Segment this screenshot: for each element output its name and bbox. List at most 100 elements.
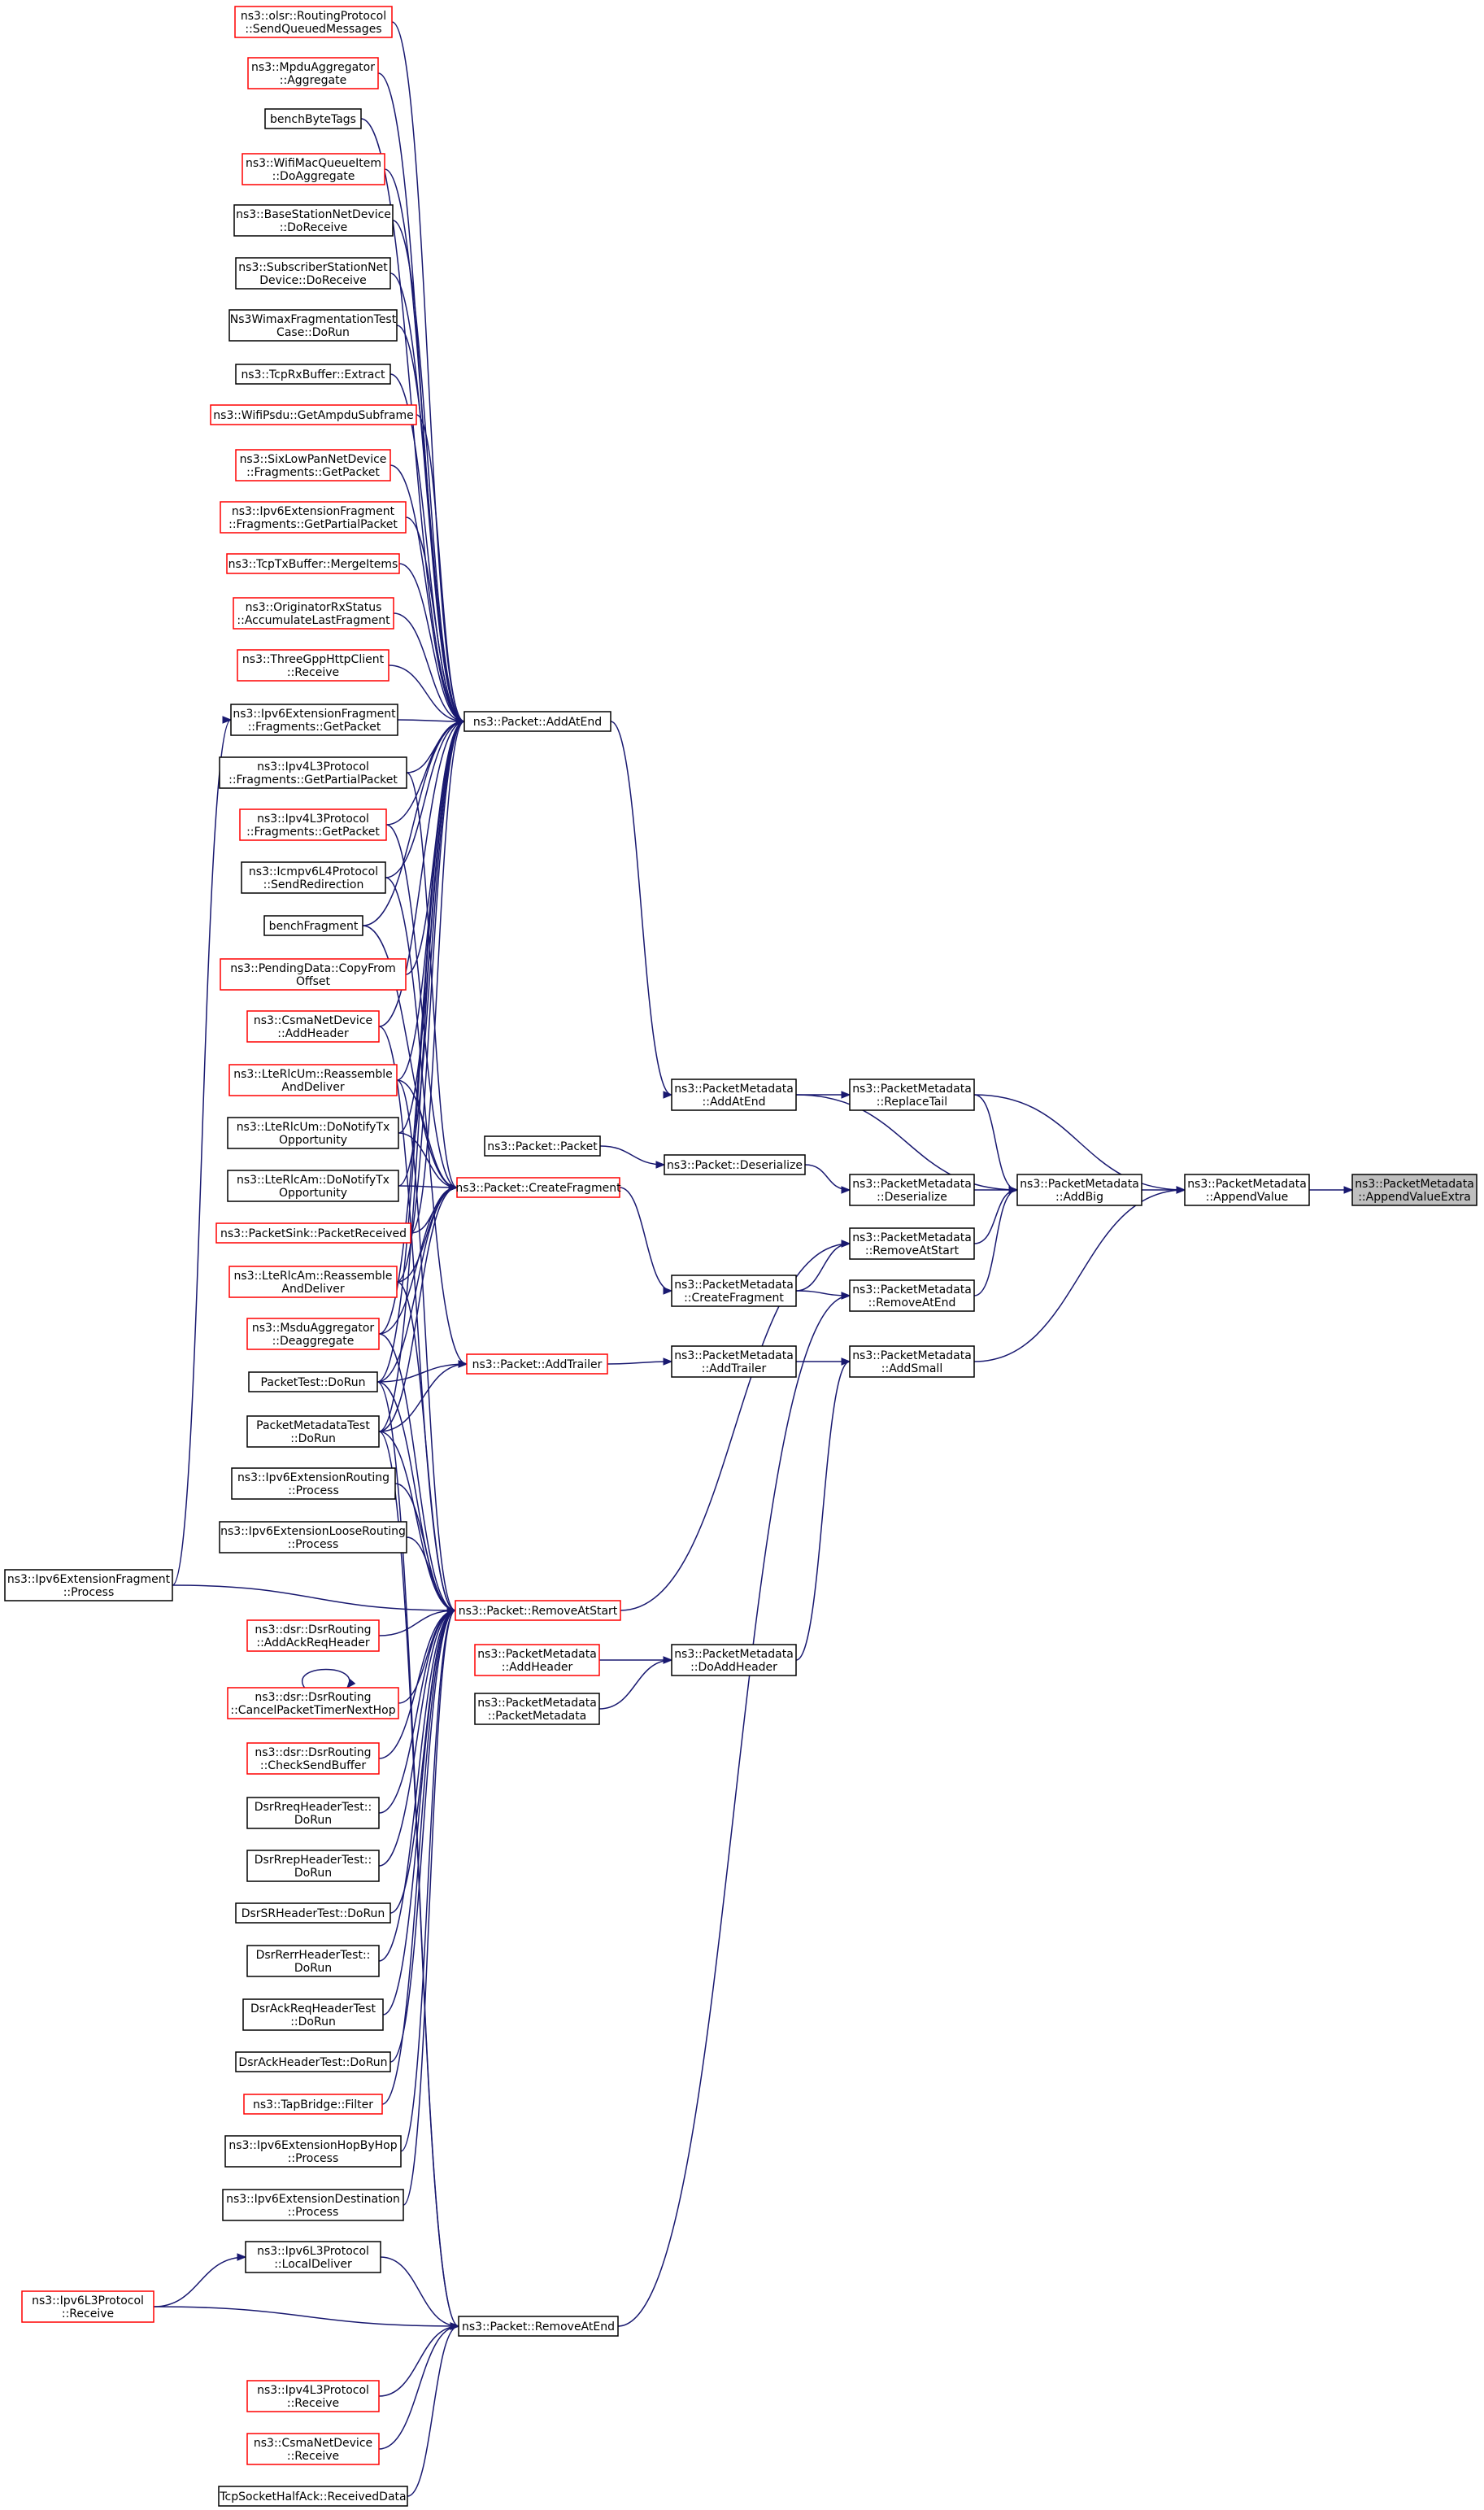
node-pmAddAtEnd[interactable]: ns3::PacketMetadata::AddAtEnd xyxy=(671,1079,797,1111)
node-tcpTxBuffer[interactable]: ns3::TcpTxBuffer::MergeItems xyxy=(226,553,400,574)
node-box xyxy=(224,2135,402,2168)
node-benchFragment[interactable]: benchFragment xyxy=(263,915,363,936)
node-label: DoRun xyxy=(294,1814,332,1827)
node-pmAddHeader[interactable]: ns3::PacketMetadata::AddHeader xyxy=(474,1644,600,1676)
edge-line xyxy=(620,1243,851,1611)
node-ipv6ExtFragProcess[interactable]: ns3::Ipv6ExtensionFragment::Process xyxy=(4,1569,173,1601)
node-ipv6ExtRouting[interactable]: ns3::Ipv6ExtensionRouting::Process xyxy=(231,1467,396,1500)
node-pmPacketMetadata[interactable]: ns3::PacketMetadata::PacketMetadata xyxy=(474,1693,600,1725)
node-dsrRreq[interactable]: DsrRreqHeaderTest::DoRun xyxy=(246,1797,380,1829)
node-mpduAgg[interactable]: ns3::MpduAggregator::Aggregate xyxy=(247,57,379,89)
node-appendValue[interactable]: ns3::PacketMetadata::AppendValue xyxy=(1184,1174,1310,1206)
node-dsrSR[interactable]: DsrSRHeaderTest::DoRun xyxy=(235,1902,391,1924)
node-label: ::Fragments::GetPacket xyxy=(248,721,381,734)
node-addBig[interactable]: ns3::PacketMetadata::AddBig xyxy=(1016,1174,1142,1206)
node-pmRemoveAtStart[interactable]: ns3::PacketMetadata::RemoveAtStart xyxy=(849,1227,975,1260)
node-tcpHalfAck[interactable]: TcpSocketHalfAck::ReceivedData xyxy=(218,2486,408,2507)
node-pmAddTrailer[interactable]: ns3::PacketMetadata::AddTrailer xyxy=(671,1345,797,1378)
node-ssNetDev[interactable]: ns3::SubscriberStationNetDevice::DoRecei… xyxy=(235,257,391,290)
node-pRemoveAtStart[interactable]: ns3::Packet::RemoveAtStart xyxy=(455,1600,621,1621)
node-dsrAckReq[interactable]: DsrAckReqHeaderTest::DoRun xyxy=(242,1998,384,2031)
node-box xyxy=(228,309,398,342)
node-pDeserialize[interactable]: ns3::Packet::Deserialize xyxy=(664,1154,806,1175)
node-msduAgg[interactable]: ns3::MsduAggregator::Deaggregate xyxy=(246,1318,380,1350)
node-label: ns3::PacketMetadata xyxy=(674,1349,794,1362)
edge-line xyxy=(378,1026,456,1611)
node-label: ns3::PacketMetadata xyxy=(477,1697,597,1710)
node-threeGpp[interactable]: ns3::ThreeGppHttpClient::Receive xyxy=(237,649,389,682)
node-tapBridge[interactable]: ns3::TapBridge::Filter xyxy=(243,2094,383,2115)
node-label: PacketMetadataTest xyxy=(256,1419,370,1432)
node-ipv6L3Receive[interactable]: ns3::Ipv6L3Protocol::Receive xyxy=(21,2290,154,2323)
node-wifiPsdu[interactable]: ns3::WifiPsdu::GetAmpduSubframe xyxy=(210,404,417,425)
node-replaceTail[interactable]: ns3::PacketMetadata::ReplaceTail xyxy=(849,1079,975,1111)
node-origRx[interactable]: ns3::OriginatorRxStatus::AccumulateLastF… xyxy=(233,597,394,630)
node-pAddAtEnd[interactable]: ns3::Packet::AddAtEnd xyxy=(463,711,611,732)
node-pmDoAddHeader[interactable]: ns3::PacketMetadata::DoAddHeader xyxy=(671,1644,797,1676)
node-bsNetDev[interactable]: ns3::BaseStationNetDevice::DoReceive xyxy=(233,204,394,237)
node-label: ns3::Ipv6ExtensionHopByHop xyxy=(228,2139,397,2152)
node-label: ::AccumulateLastFragment xyxy=(237,614,390,627)
node-packetTest[interactable]: PacketTest::DoRun xyxy=(248,1371,378,1392)
edge-line xyxy=(378,1333,456,1611)
node-pRemoveAtEnd[interactable]: ns3::Packet::RemoveAtEnd xyxy=(458,2316,619,2337)
node-box xyxy=(245,2241,381,2273)
node-dsrAck[interactable]: DsrAckHeaderTest::DoRun xyxy=(235,2051,391,2072)
node-label: ::Fragments::GetPartialPacket xyxy=(228,518,398,531)
node-ipv6Dest[interactable]: ns3::Ipv6ExtensionDestination::Process xyxy=(222,2189,404,2221)
node-icmpv6[interactable]: ns3::Icmpv6L4Protocol::SendRedirection xyxy=(241,861,386,894)
node-label: ns3::LteRlcAm::Reassemble xyxy=(234,1270,393,1283)
node-pmCreateFragment[interactable]: ns3::PacketMetadata::CreateFragment xyxy=(671,1275,797,1307)
edge-dsrAck-to-pRemoveAtStart xyxy=(389,1606,457,2063)
node-pAddTrailer[interactable]: ns3::Packet::AddTrailer xyxy=(466,1353,608,1375)
node-dsrCancel[interactable]: ns3::dsr::DsrRouting::CancelPacketTimerN… xyxy=(227,1687,399,1719)
edge-line xyxy=(378,1610,456,1962)
node-wifiMacQueue[interactable]: ns3::WifiMacQueueItem::DoAggregate xyxy=(242,153,385,185)
node-olsr[interactable]: ns3::olsr::RoutingProtocol::SendQueuedMe… xyxy=(234,6,393,38)
node-packetSink[interactable]: ns3::PacketSink::PacketReceived xyxy=(215,1222,411,1244)
node-pmRemoveAtEnd[interactable]: ns3::PacketMetadata::RemoveAtEnd xyxy=(849,1279,975,1312)
node-box xyxy=(246,1797,380,1829)
node-ipv6ExtFragGet[interactable]: ns3::Ipv6ExtensionFragment::Fragments::G… xyxy=(230,704,398,736)
edge-ipv6L3Receive-to-ipv6L3Local xyxy=(153,2253,247,2307)
node-pCreateFragment[interactable]: ns3::Packet::CreateFragment xyxy=(455,1177,621,1198)
node-pmTest[interactable]: PacketMetadataTest::DoRun xyxy=(246,1415,380,1448)
node-label: Opportunity xyxy=(279,1187,347,1200)
node-dsrAddAck[interactable]: ns3::dsr::DsrRouting::AddAckReqHeader xyxy=(246,1619,380,1652)
node-label: ::DoRun xyxy=(290,1432,336,1445)
node-addSmall[interactable]: ns3::PacketMetadata::AddSmall xyxy=(849,1345,975,1378)
node-box xyxy=(671,1079,797,1111)
node-target[interactable]: ns3::PacketMetadata::AppendValueExtra xyxy=(1351,1174,1477,1206)
node-csmaReceive[interactable]: ns3::CsmaNetDevice::Receive xyxy=(246,2433,380,2465)
node-benchByteTags[interactable]: benchByteTags xyxy=(264,108,362,129)
node-csmaAddHeader[interactable]: ns3::CsmaNetDevice::AddHeader xyxy=(246,1010,380,1043)
node-dsrCheck[interactable]: ns3::dsr::DsrRouting::CheckSendBuffer xyxy=(246,1742,380,1775)
node-dsrRrep[interactable]: DsrRrepHeaderTest::DoRun xyxy=(246,1850,380,1882)
node-label: ns3::PacketMetadata xyxy=(852,1178,972,1191)
node-ipv4L3Get[interactable]: ns3::Ipv4L3Protocol::Fragments::GetPacke… xyxy=(239,808,387,841)
node-ipv6L3Local[interactable]: ns3::Ipv6L3Protocol::LocalDeliver xyxy=(245,2241,381,2273)
node-label: ns3::Ipv6ExtensionRouting xyxy=(237,1471,389,1484)
node-dsrRerr[interactable]: DsrRerrHeaderTest::DoRun xyxy=(246,1945,380,1977)
node-ipv4L3Receive[interactable]: ns3::Ipv4L3Protocol::Receive xyxy=(246,2380,380,2412)
node-pmDeserialize[interactable]: ns3::PacketMetadata::Deserialize xyxy=(849,1174,975,1206)
edge-line xyxy=(598,1659,672,1710)
edge-lteRlcAmReassemble-to-pCreateFragment xyxy=(396,1183,459,1283)
node-ipv6HopByHop[interactable]: ns3::Ipv6ExtensionHopByHop::Process xyxy=(224,2135,402,2168)
node-sixLowPan[interactable]: ns3::SixLowPanNetDevice::Fragments::GetP… xyxy=(235,449,391,482)
node-ipv6ExtLoose[interactable]: ns3::Ipv6ExtensionLooseRouting::Process xyxy=(219,1521,407,1553)
node-ipv4L3Partial[interactable]: ns3::Ipv4L3Protocol::Fragments::GetParti… xyxy=(219,756,407,789)
node-box xyxy=(664,1154,806,1175)
node-ipv6ExtFragPartial[interactable]: ns3::Ipv6ExtensionFragment::Fragments::G… xyxy=(220,501,407,534)
edge-arrowhead xyxy=(841,1292,851,1300)
edge-line xyxy=(172,719,232,1586)
node-label: Ns3WimaxFragmentationTest xyxy=(230,313,397,326)
node-tcpRxBuffer[interactable]: ns3::TcpRxBuffer::Extract xyxy=(235,364,391,385)
node-pPacket[interactable]: ns3::Packet::Packet xyxy=(484,1135,601,1157)
